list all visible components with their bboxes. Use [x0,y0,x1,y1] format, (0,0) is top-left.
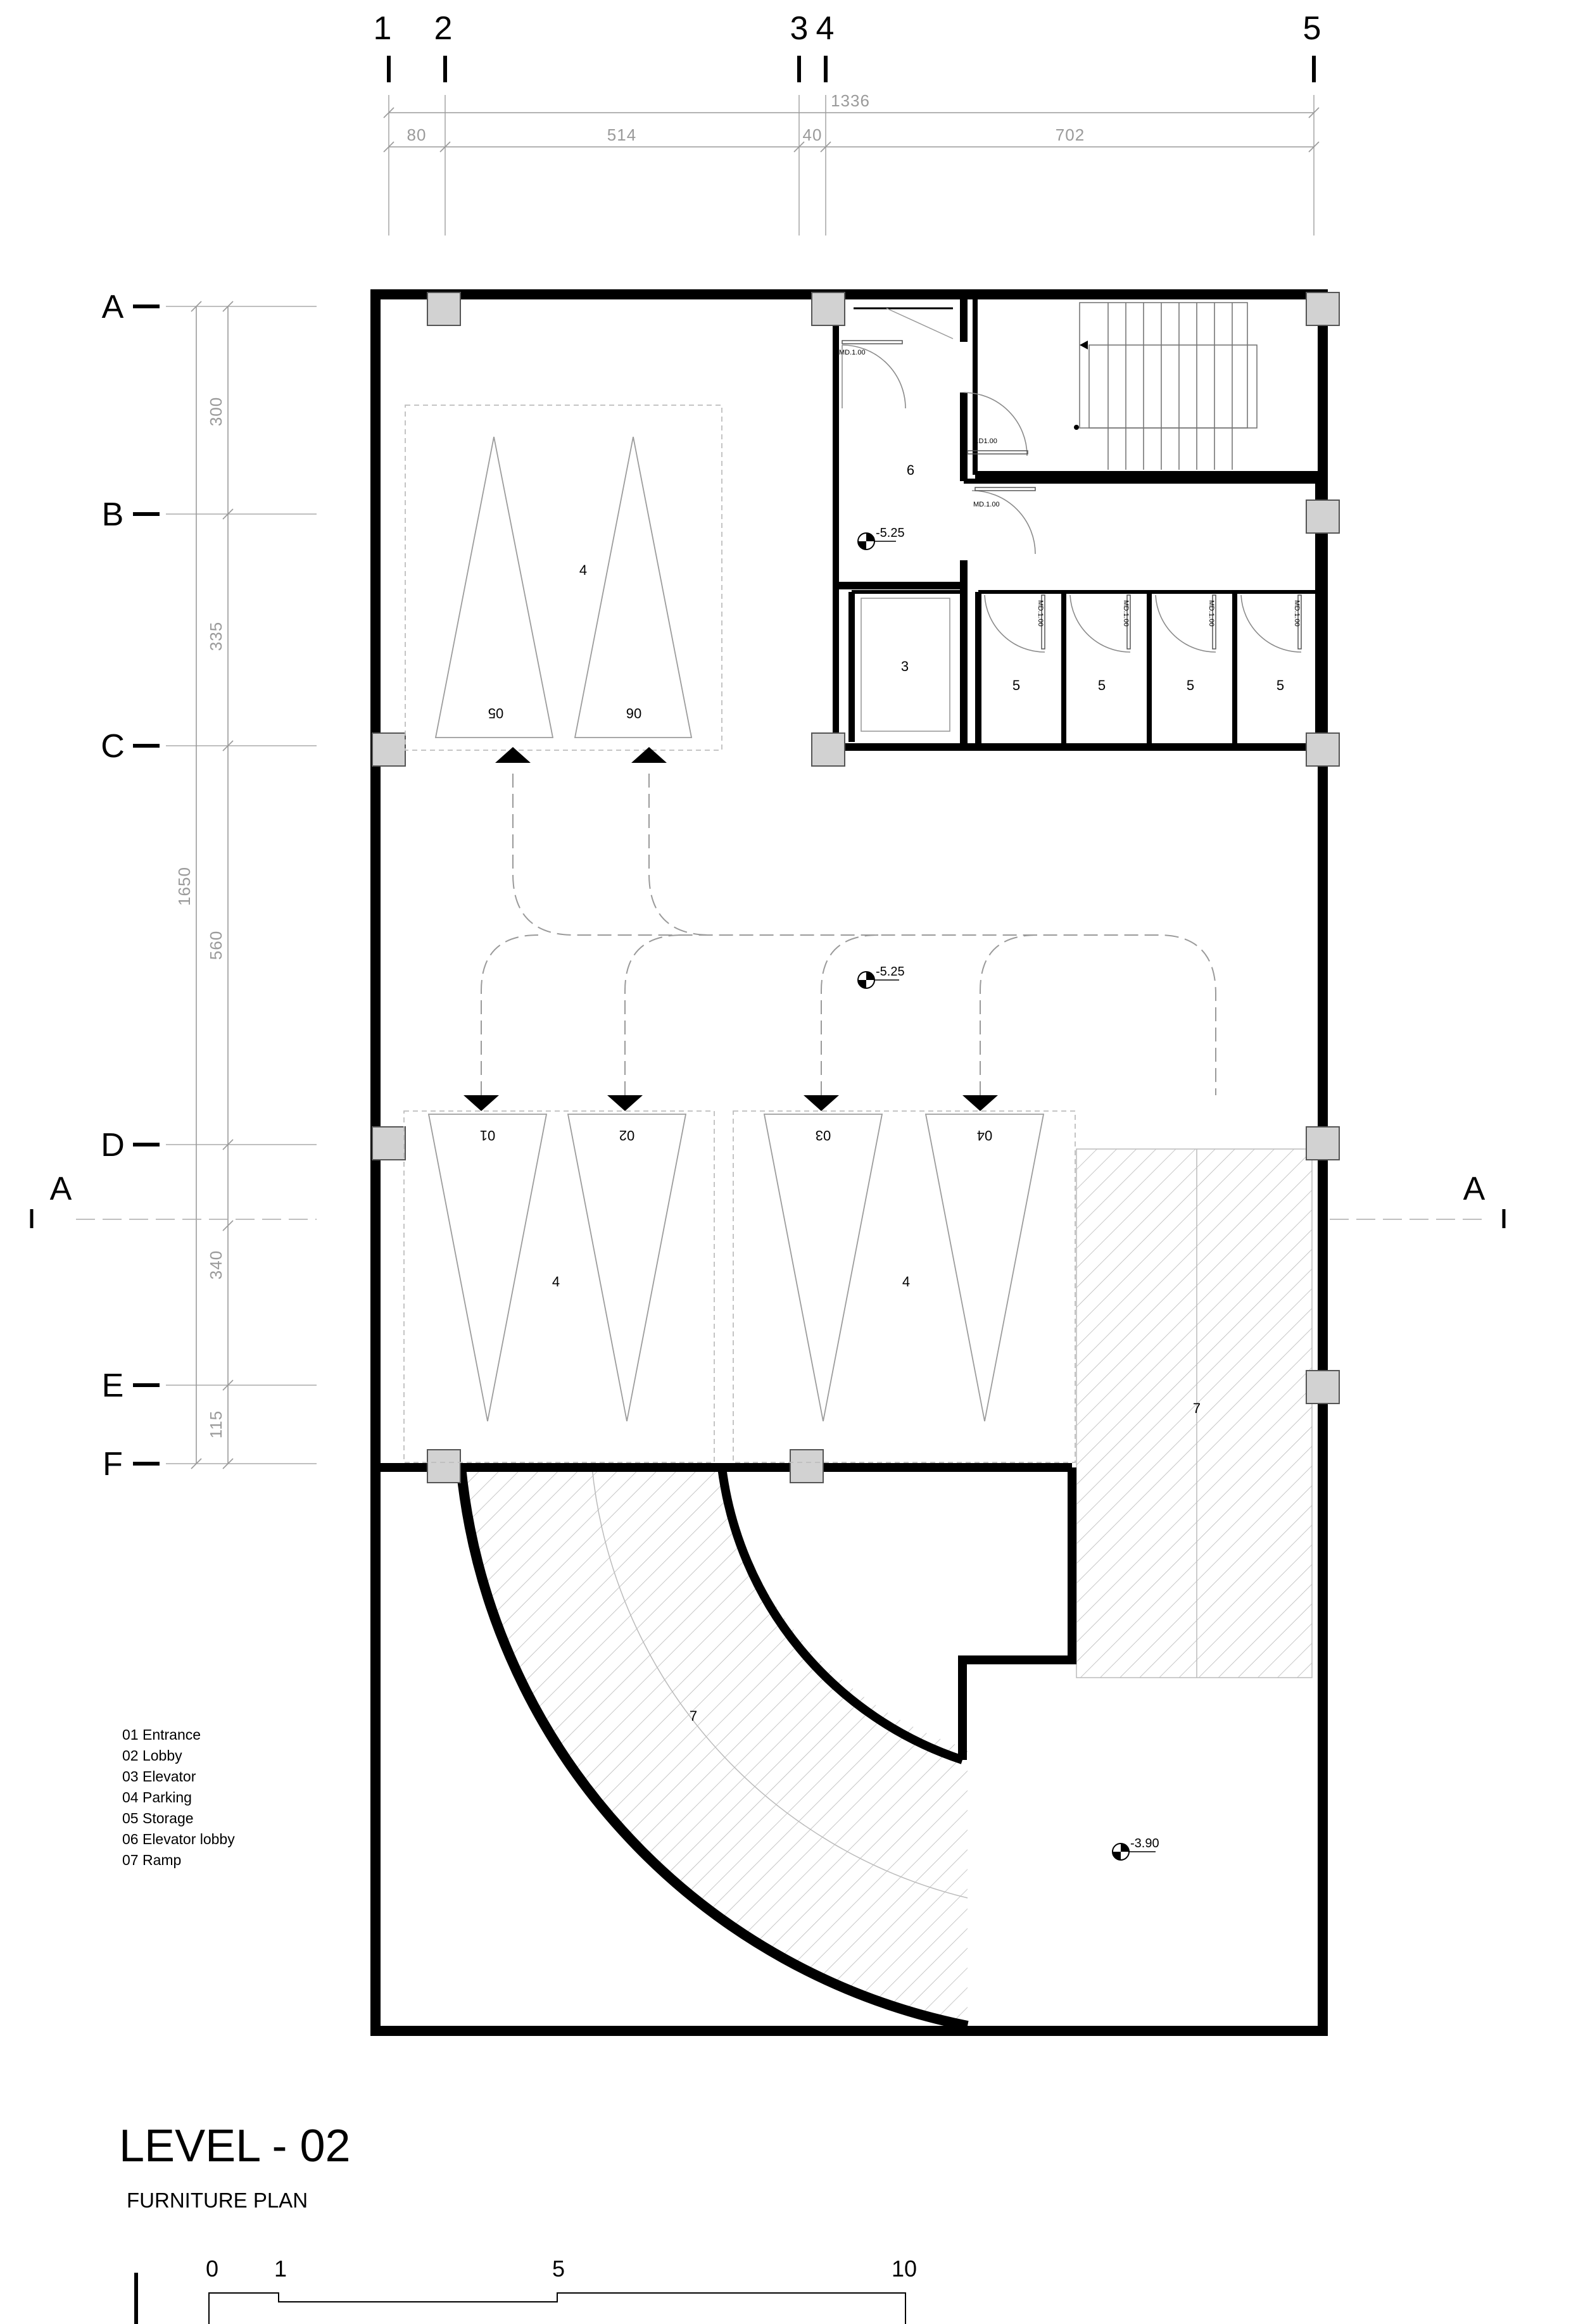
dim-h-40: 40 [803,125,823,144]
grid-label-col-5: 5 [1303,10,1321,47]
dim-h-702: 702 [1056,125,1085,144]
dim-h-514: 514 [607,125,636,144]
plan-title: LEVEL - 02 [119,2121,351,2171]
grid-label-row-f: F [103,1446,123,1483]
legend-item: 06 Elevator lobby [122,1831,235,1847]
door-label-storage-1: MD.1.00 [1037,600,1044,627]
grid-label-col-1: 1 [374,10,392,47]
spot-06: 06 [626,705,641,721]
grid-label-row-c: C [101,728,125,765]
door-label-lobby: MD.1.00 [839,349,866,356]
dim-v-300: 300 [206,397,225,426]
dim-v-335: 335 [206,622,225,651]
room-storage-3: 5 [1187,677,1194,693]
grid-columns: 1 2 3 4 5 [374,10,1321,236]
level-markers: -5.25 -5.25 -3.90 [857,526,1159,1861]
level-value-lower: -3.90 [1130,1837,1159,1850]
grid-label-col-3: 3 [790,10,809,47]
doors: MD.1.00 F.D1.00 MD.1.00 MD.1.00 MD.1.00 … [839,340,1302,653]
legend-item: 01 Entrance [122,1726,201,1743]
door-label-stair-fd: F.D1.00 [973,437,997,445]
legend-item: 02 Lobby [122,1747,182,1764]
section-label-left: A [50,1171,72,1207]
room-storage-2: 5 [1098,677,1106,693]
section-markers: A A [30,1171,1506,1228]
dim-v-560: 560 [206,931,225,960]
room-storage-4: 5 [1277,677,1284,693]
room-ramp-right: 7 [1193,1400,1201,1416]
room-parking-lower-right: 4 [902,1274,910,1290]
dim-vertical-total: 1650 [175,867,194,906]
dim-h-80: 80 [407,125,427,144]
scale-bar: 0 1 5 10 [134,2256,917,2324]
level-marker-lower: -3.90 [1112,1837,1159,1861]
legend-item: 05 Storage [122,1810,194,1826]
room-ramp-curve: 7 [690,1708,697,1724]
grid-rows: A B C D E F [101,289,317,1483]
door-label-storage-4: MD.1.00 [1293,600,1301,627]
grid-label-col-2: 2 [434,10,453,47]
grid-label-row-e: E [102,1367,124,1404]
room-elevator-lobby: 6 [907,462,914,478]
room-parking-upper: 4 [579,562,587,578]
horizontal-dimensions: 1336 80 514 40 702 [383,91,1320,153]
parking: 05 06 01 02 03 04 [403,405,1216,1463]
scale-tick-5: 5 [552,2256,565,2282]
storage-doors: MD.1.00 MD.1.00 MD.1.00 MD.1.00 [984,594,1302,653]
dim-horizontal-total: 1336 [831,91,870,110]
legend: 01 Entrance 02 Lobby 03 Elevator 04 Park… [122,1726,235,1868]
grid-label-col-4: 4 [816,10,835,47]
dim-v-340: 340 [206,1250,225,1279]
room-elevator: 3 [901,658,909,674]
scale-tick-1: 1 [274,2256,287,2282]
spot-01: 01 [480,1127,495,1143]
spot-02: 02 [619,1127,634,1143]
level-value-lobby: -5.25 [876,526,905,540]
dim-v-115: 115 [206,1410,225,1438]
legend-item: 04 Parking [122,1789,192,1806]
spot-03: 03 [816,1127,831,1143]
level-marker-parking: -5.25 [857,965,905,989]
grid-label-row-d: D [101,1127,125,1164]
scale-tick-10: 10 [892,2256,917,2282]
spot-04: 04 [977,1127,992,1143]
section-label-right: A [1463,1171,1485,1207]
ramp-hatch [461,1148,1313,2023]
structural-columns [372,292,1340,1483]
legend-item: 07 Ramp [122,1852,181,1868]
scale-tick-0: 0 [206,2256,218,2282]
door-label-storage-2: MD.1.00 [1122,600,1130,627]
plan-subtitle: FURNITURE PLAN [127,2189,308,2212]
grid-label-row-b: B [102,496,124,533]
legend-item: 03 Elevator [122,1768,196,1785]
door-label-storage-3: MD.1.00 [1208,600,1215,627]
room-storage-1: 5 [1012,677,1020,693]
level-value-parking: -5.25 [876,965,905,979]
level-marker-lobby: -5.25 [857,526,905,550]
outer-walls [370,289,1328,2036]
stair [1074,302,1258,470]
room-parking-lower-left: 4 [552,1274,560,1290]
grid-label-row-a: A [102,289,124,325]
vertical-dimensions: 1650 300 335 560 340 115 [175,301,234,1469]
title-block: LEVEL - 02 FURNITURE PLAN [119,2121,351,2212]
core-walls [833,298,1321,751]
door-label-stair-md: MD.1.00 [973,501,1000,508]
room-labels: 4 4 4 3 6 5 5 5 5 7 7 [552,462,1284,1724]
spot-05: 05 [488,705,503,721]
